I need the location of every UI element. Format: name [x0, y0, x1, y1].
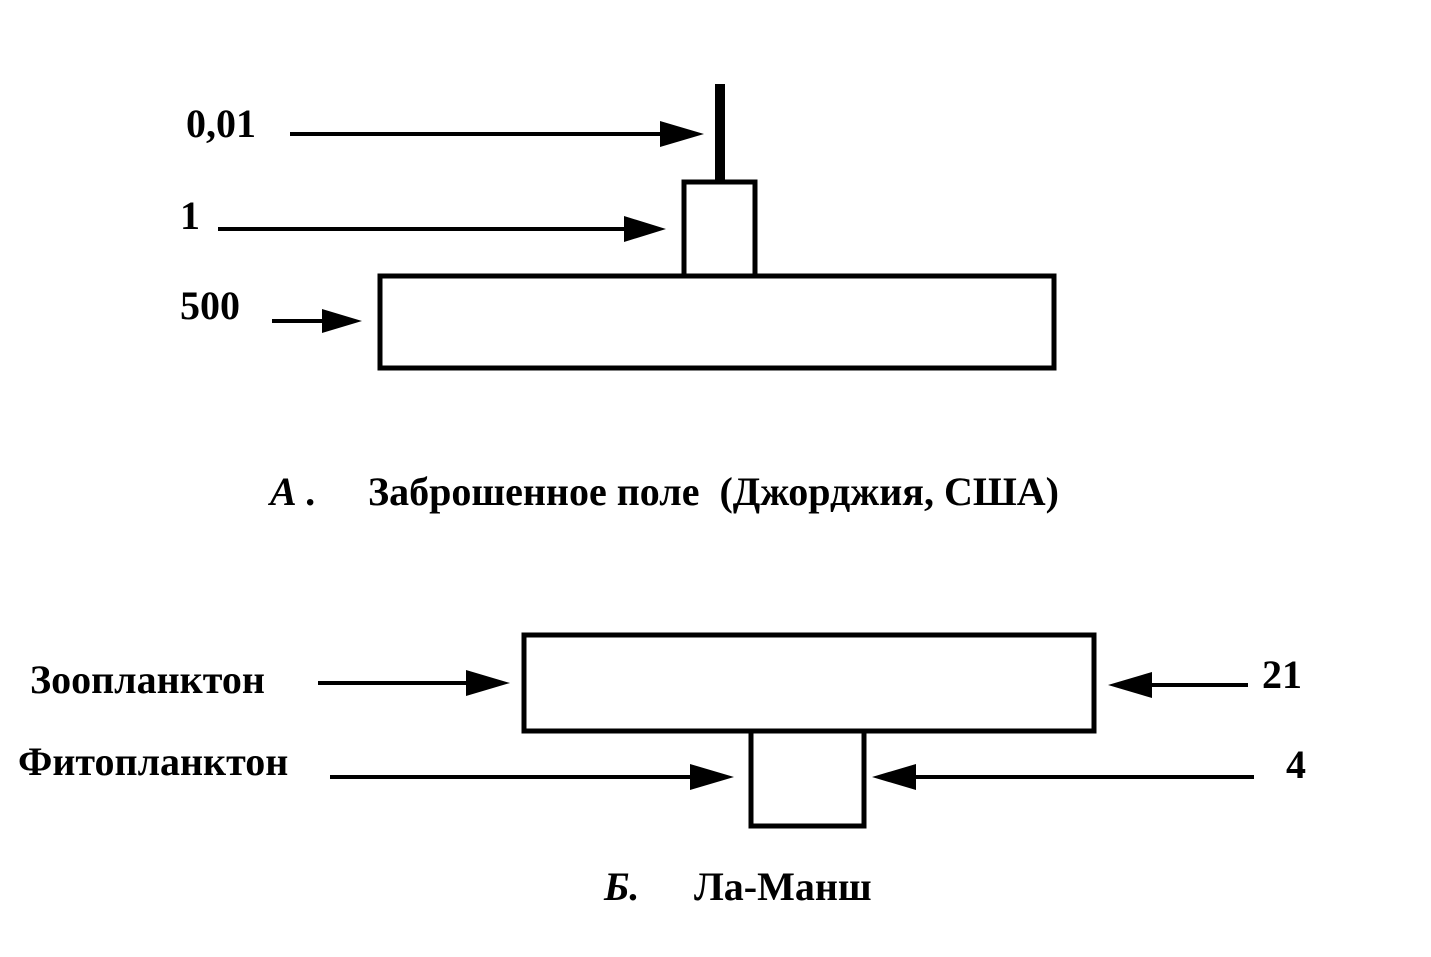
panel-a-caption-letter: А . — [267, 469, 317, 514]
panel-a-caption: Заброшенное поле (Джорджия, США) — [368, 469, 1059, 514]
panel-a-arrow-top — [290, 121, 704, 147]
panel-b-level-lower-name: Фитопланктон — [18, 739, 288, 784]
panel-a-level-top-value: 0,01 — [186, 101, 256, 146]
panel-b: Зоопланктон Фитопланктон 21 4 Б. Ла-Манш — [18, 632, 1306, 909]
panel-b-arrow-upper-right — [1108, 672, 1248, 698]
panel-b-caption: Ла-Манш — [694, 864, 872, 909]
panel-a-arrow-middle — [218, 216, 666, 242]
panel-b-level-lower-box — [748, 728, 867, 829]
panel-a-level-bottom-box — [377, 273, 1057, 371]
panel-b-caption-letter: Б. — [603, 864, 639, 909]
panel-a-level-bottom-value: 500 — [180, 283, 240, 328]
panel-b-level-upper-value: 21 — [1262, 652, 1302, 697]
panel-a-level-top-bar — [715, 84, 725, 182]
panel-a-level-middle-box — [681, 179, 758, 279]
panel-b-arrow-lower-left — [330, 764, 734, 790]
panel-b-arrow-lower-right — [872, 764, 1254, 790]
panel-b-level-upper-name: Зоопланктон — [30, 657, 265, 702]
panel-a-arrow-bottom — [272, 309, 362, 333]
panel-b-arrow-upper-left — [318, 670, 510, 696]
panel-b-level-lower-value: 4 — [1286, 742, 1306, 787]
panel-b-level-upper-box — [521, 632, 1097, 734]
panel-a: 0,01 1 500 А . Заброшенное поле (Джорджи… — [180, 84, 1059, 514]
panel-a-level-middle-value: 1 — [180, 193, 200, 238]
